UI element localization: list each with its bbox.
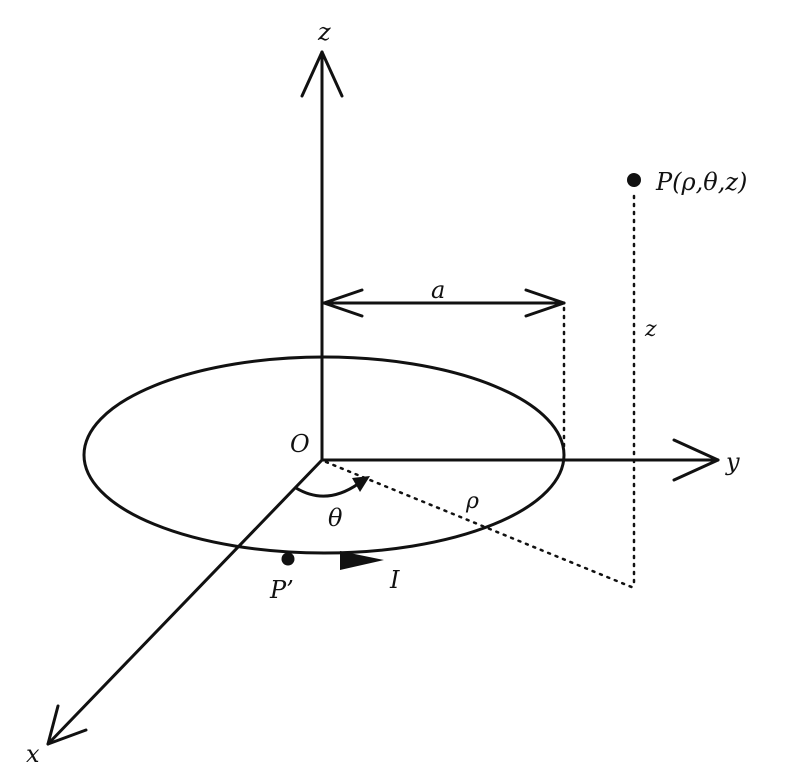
height-label: z — [644, 317, 657, 342]
rho-projection-line — [324, 460, 636, 590]
origin-label: O — [290, 430, 310, 458]
y-axis-label: y — [725, 448, 740, 476]
x-axis-label: x — [26, 740, 40, 768]
point-p-label: P(ρ,θ,z) — [655, 168, 747, 196]
source-point-label: P’ — [269, 576, 294, 604]
current-label: I — [389, 566, 400, 594]
radius-dimension — [322, 288, 566, 318]
z-axis — [300, 50, 344, 462]
current-loop — [82, 355, 566, 555]
point-p-dot — [627, 173, 641, 187]
theta-arc — [294, 476, 370, 498]
current-arrow-icon — [340, 551, 384, 570]
x-axis — [46, 458, 324, 746]
rho-label: ρ — [465, 489, 479, 514]
source-point-dot — [281, 552, 295, 566]
y-axis — [320, 438, 720, 482]
z-axis-label: z — [317, 18, 331, 46]
theta-label: θ — [328, 504, 343, 532]
radius-label: a — [431, 276, 445, 304]
